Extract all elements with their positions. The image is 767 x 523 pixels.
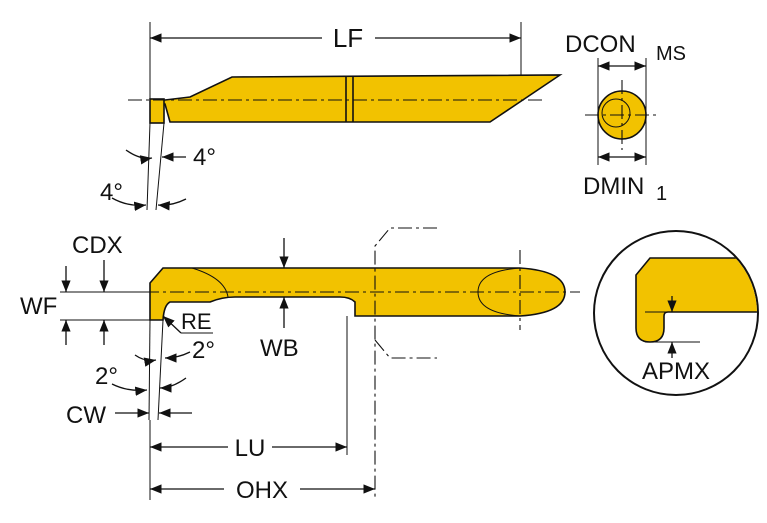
angle-arc-side-2 <box>164 351 191 363</box>
dmin-label: DMIN <box>583 173 644 200</box>
apmx-label: APMX <box>642 358 710 385</box>
end-view: DCON MS DMIN 1 <box>565 31 686 205</box>
tool-body-top-view <box>149 74 563 123</box>
dcon-subscript: MS <box>656 43 686 65</box>
angle-side-1-label: 2° <box>192 337 215 364</box>
lu-label: LU <box>235 435 266 462</box>
wb-label: WB <box>260 335 299 362</box>
tool-body-side-blend <box>191 267 229 298</box>
ohx-break-line-top <box>374 227 437 500</box>
re-leader <box>162 315 182 334</box>
dmin-subscript: 1 <box>656 183 667 205</box>
wf-label: WF <box>20 293 57 320</box>
detail-view: APMX <box>593 230 759 396</box>
side-view: CDX WF RE WB 2° 2° CW LU <box>20 227 580 504</box>
angle-guide-1 <box>146 122 151 211</box>
angle-side-2-label: 2° <box>95 363 118 390</box>
dcon-label: DCON <box>565 31 636 58</box>
re-label: RE <box>181 309 212 334</box>
lf-label: LF <box>333 23 363 53</box>
angle-arc-side-3 <box>111 383 148 396</box>
cdx-label: CDX <box>72 232 123 259</box>
ohx-label: OHX <box>236 477 288 504</box>
angle-arc-side-1 <box>134 354 157 367</box>
side-angle-guide-1 <box>148 319 151 421</box>
top-view: LF 4° 4° <box>100 22 563 211</box>
side-angle-guide-2 <box>157 319 164 421</box>
angle-arc-top-2 <box>111 197 147 211</box>
tool-body-side-view <box>149 267 566 321</box>
angle-top-1-label: 4° <box>193 144 216 171</box>
tool-end-inner-circle <box>601 98 631 128</box>
angle-top-2-label: 4° <box>100 179 123 206</box>
tool-tip-top-view <box>149 98 165 124</box>
angle-arc-side-4 <box>159 377 187 393</box>
angle-arc-top-1 <box>125 149 153 165</box>
ohx-break-line-bottom <box>374 339 437 359</box>
angle-guide-2 <box>155 122 165 211</box>
cw-label: CW <box>66 402 106 429</box>
angle-arc-top-3 <box>157 198 187 211</box>
